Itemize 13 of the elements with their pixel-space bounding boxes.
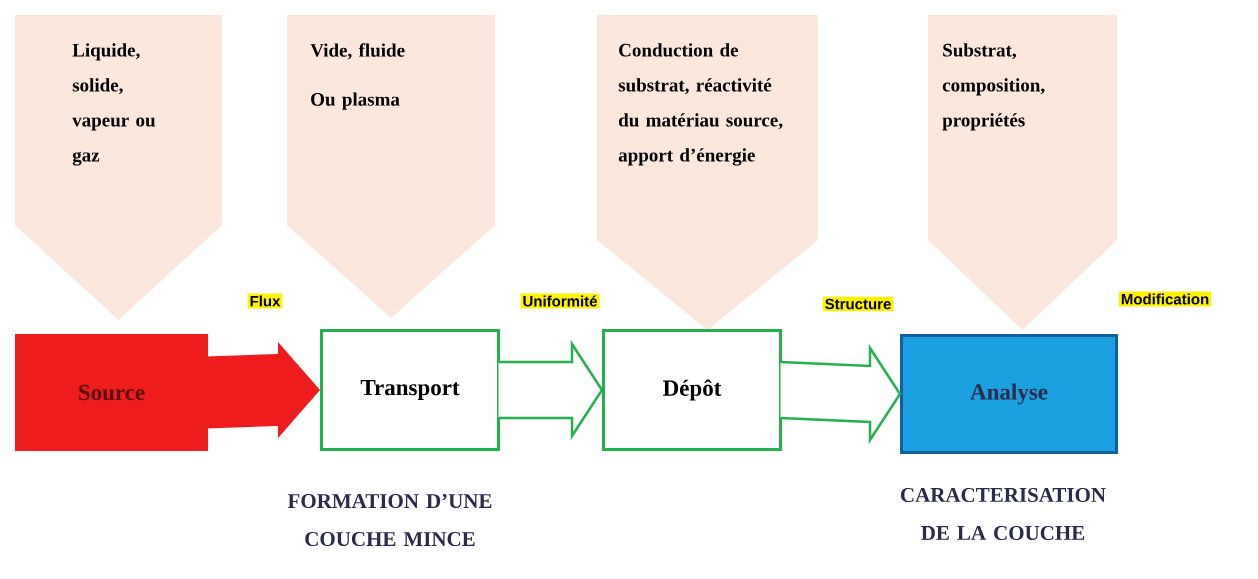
highlighted-label: Flux — [247, 293, 283, 309]
highlighted-label: Uniformité — [520, 293, 600, 309]
process-box: Analyse — [900, 334, 1118, 454]
process-box: Source — [15, 334, 208, 451]
stage-caption: FORMATION D’UNE COUCHE MINCE — [287, 493, 492, 547]
process-box: Transport — [320, 329, 500, 451]
highlighted-label: Structure — [822, 296, 894, 312]
block-arrow — [779, 343, 902, 445]
process-box: Dépôt — [602, 329, 782, 451]
block-arrow — [206, 342, 320, 438]
highlighted-label: Modification — [1118, 291, 1212, 307]
block-arrow — [497, 339, 604, 441]
stage-caption: CARACTERISATION DE LA COUCHE — [900, 487, 1106, 541]
